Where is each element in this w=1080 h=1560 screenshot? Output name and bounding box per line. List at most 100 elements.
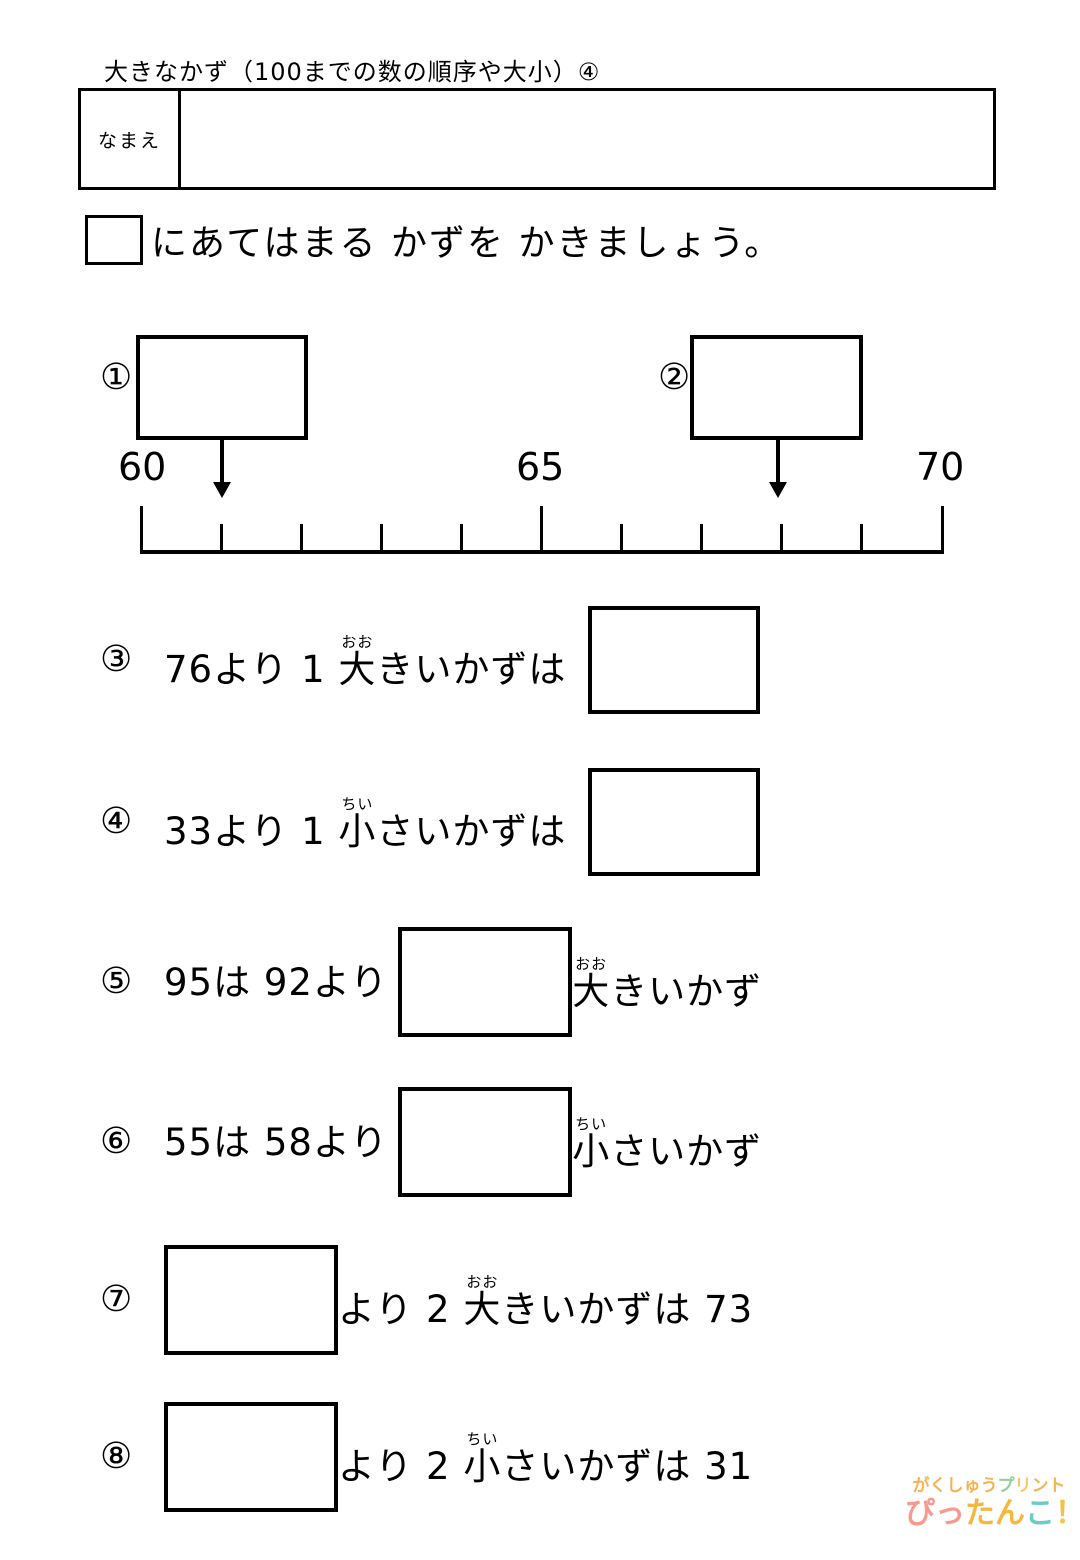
tick-66 — [620, 524, 623, 554]
problem-8-ruby-base: 小 — [463, 1444, 502, 1488]
problem-8-ruby: 小ちい — [463, 1430, 502, 1488]
problem-4-ruby-base: 小 — [338, 809, 377, 853]
name-label-cell: なまえ — [81, 91, 181, 187]
page-title: 大きなかず（100までの数の順序や大小）④ — [104, 58, 601, 86]
problem-6-ruby: 小ちい — [572, 1115, 611, 1173]
problem-3-text: 76より 1 大おおきいかずは — [164, 633, 567, 691]
problem-row-7: ⑦ より 2 大おおきいかずは 73 — [100, 1243, 1000, 1357]
problem-6-number: ⑥ — [100, 1121, 133, 1162]
name-input[interactable] — [181, 91, 993, 187]
logo-line1-char-7: ン — [1031, 1476, 1049, 1496]
numberline-q2-number: ② — [658, 357, 691, 398]
logo-line1-char-8: ト — [1048, 1476, 1066, 1496]
tick-69 — [860, 524, 863, 554]
problem-7-ruby-base: 大 — [463, 1287, 502, 1331]
problem-3-pre-text: 76より 1 — [164, 647, 339, 691]
problem-7-answer-box[interactable] — [164, 1245, 338, 1355]
problem-3-ruby-text: おお — [338, 632, 377, 651]
logo-line1-char-1: く — [929, 1476, 947, 1496]
problem-8-text: より 2 小ちいさいかずは 31 — [338, 1430, 754, 1488]
problem-row-6: ⑥ 55は 58より 小ちいさいかず — [100, 1085, 1000, 1199]
name-field-container: なまえ — [78, 88, 996, 190]
problem-6-answer-box[interactable] — [398, 1087, 573, 1197]
tick-70 — [941, 506, 944, 554]
problem-3-ruby: 大おお — [338, 633, 377, 691]
problem-4-answer-box[interactable] — [588, 768, 761, 876]
problem-row-8: ⑧ より 2 小ちいさいかずは 31 — [100, 1400, 1000, 1514]
logo-line2-char-0: ぴ — [905, 1496, 935, 1531]
tick-62 — [300, 524, 303, 554]
problem-7-post-text: きいかずは 73 — [501, 1287, 754, 1331]
problem-5-ruby-text: おお — [572, 954, 611, 973]
numberline-label-60: 60 — [118, 445, 167, 489]
tick-67 — [700, 524, 703, 554]
logo-line1-char-6: リ — [1014, 1476, 1032, 1496]
site-logo: がくしゅうプリント ぴったんこ！ — [905, 1478, 1080, 1552]
problem-6-suffix-text: 小ちいさいかず — [572, 1115, 763, 1173]
numberline-q1-number: ① — [100, 357, 133, 398]
logo-line2-char-2: た — [965, 1496, 995, 1531]
problem-4-ruby: 小ちい — [338, 795, 377, 853]
logo-line-1: がくしゅうプリント — [905, 1478, 1073, 1495]
numberline-label-65: 65 — [516, 445, 565, 489]
problem-3-answer-box[interactable] — [588, 606, 761, 714]
problem-5-answer-box[interactable] — [398, 927, 573, 1037]
problem-5-number: ⑤ — [100, 961, 133, 1002]
problem-4-pre-text: 33より 1 — [164, 809, 339, 853]
number-line-axis — [140, 506, 944, 554]
logo-line2-char-1: っ — [935, 1496, 965, 1531]
problem-6-pre-text: 55は 58より — [164, 1120, 389, 1164]
logo-line1-char-0: が — [912, 1476, 930, 1496]
logo-line2-char-3: ん — [995, 1496, 1025, 1531]
problem-8-number: ⑧ — [100, 1436, 133, 1477]
tick-61 — [220, 524, 223, 554]
numberline-q1-answer-box[interactable] — [136, 335, 308, 440]
problem-5-ruby: 大おお — [572, 955, 611, 1013]
logo-line1-char-3: ゅ — [963, 1476, 981, 1496]
problem-7-pre-text: より 2 — [338, 1287, 464, 1331]
problem-4-number: ④ — [100, 801, 133, 842]
problem-8-post-text: さいかずは 31 — [501, 1444, 754, 1488]
logo-line1-char-5: プ — [997, 1476, 1015, 1496]
problem-6-ruby-text: ちい — [572, 1114, 611, 1133]
problem-3-number: ③ — [100, 639, 133, 680]
problem-4-post-text: さいかずは — [376, 809, 567, 853]
logo-line1-char-4: う — [980, 1476, 998, 1496]
problem-7-ruby: 大おお — [463, 1273, 502, 1331]
problem-8-answer-box[interactable] — [164, 1402, 338, 1512]
problem-5-ruby-base: 大 — [572, 969, 611, 1013]
problem-3-post-text: きいかずは — [376, 647, 567, 691]
problem-5-post-text: きいかず — [610, 969, 763, 1013]
problem-4-ruby-text: ちい — [338, 794, 377, 813]
problem-6-ruby-base: 小 — [572, 1129, 611, 1173]
problem-5-suffix-text: 大おおきいかず — [572, 955, 763, 1013]
problem-7-ruby-text: おお — [463, 1272, 502, 1291]
problem-5-pre-text: 95は 92より — [164, 960, 389, 1004]
problem-4-text: 33より 1 小ちいさいかずは — [164, 795, 567, 853]
instruction-row: にあてはまる かずを かきましょう。 — [85, 214, 782, 266]
logo-line1-char-2: し — [946, 1476, 964, 1496]
tick-65 — [540, 506, 543, 554]
tick-60 — [140, 506, 143, 554]
logo-line2-char-4: こ — [1025, 1496, 1055, 1531]
tick-68 — [780, 524, 783, 554]
problem-row-4: ④ 33より 1 小ちいさいかずは — [100, 765, 1000, 879]
problem-8-pre-text: より 2 — [338, 1444, 464, 1488]
problem-row-3: ③ 76より 1 大おおきいかずは — [100, 603, 1000, 717]
numberline-label-70: 70 — [916, 445, 965, 489]
problem-7-number: ⑦ — [100, 1279, 133, 1320]
logo-line2-char-5: ！ — [1055, 1498, 1080, 1530]
instruction-text: にあてはまる かずを かきましょう。 — [151, 223, 783, 264]
problem-row-5: ⑤ 95は 92より 大おおきいかず — [100, 925, 1000, 1039]
tick-64 — [460, 524, 463, 554]
number-line-section: ① ② 60 65 70 — [0, 320, 1080, 580]
problem-3-ruby-base: 大 — [338, 647, 377, 691]
problem-7-text: より 2 大おおきいかずは 73 — [338, 1273, 754, 1331]
tick-63 — [380, 524, 383, 554]
numberline-q2-answer-box[interactable] — [690, 335, 863, 440]
logo-line-2: ぴったんこ！ — [905, 1496, 1080, 1531]
instruction-sample-box — [85, 215, 143, 265]
name-label: なまえ — [97, 129, 161, 152]
problem-8-ruby-text: ちい — [463, 1429, 502, 1448]
problem-6-post-text: さいかず — [610, 1129, 763, 1173]
